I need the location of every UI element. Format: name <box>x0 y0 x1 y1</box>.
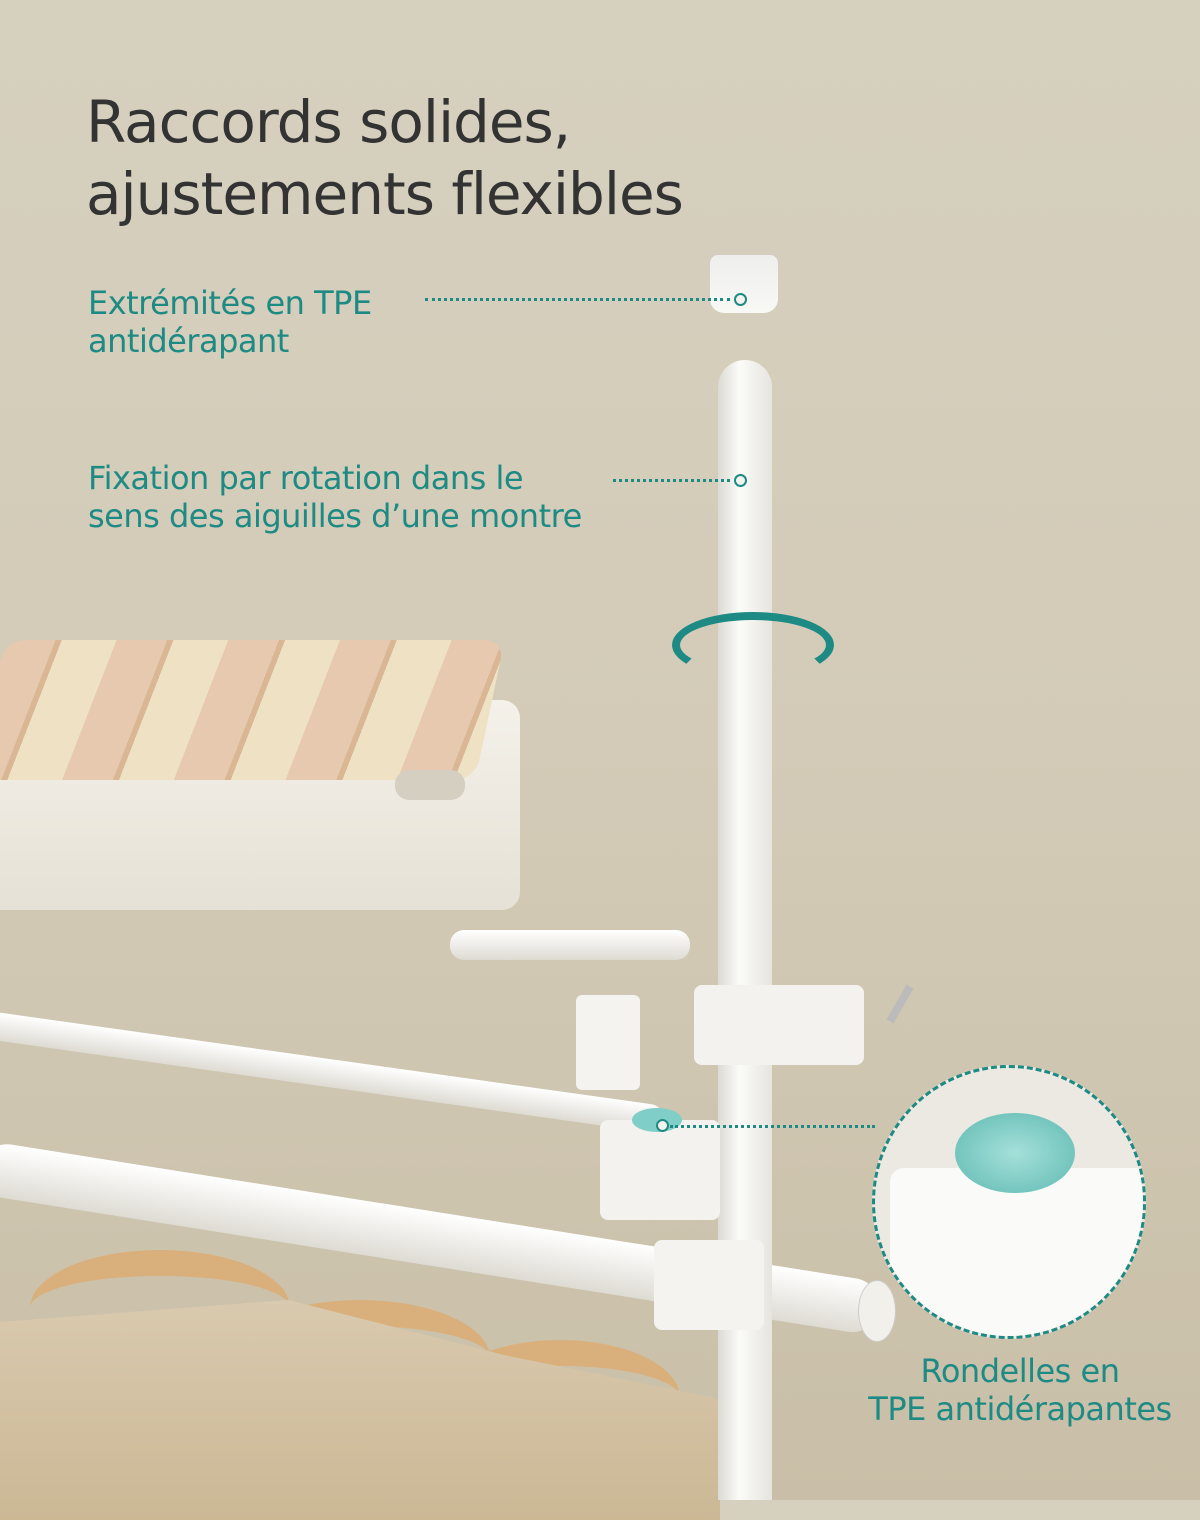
callout-line-1: Rondelles en <box>920 1352 1120 1390</box>
callout-line-2: sens des aiguilles d’une montre <box>88 497 582 535</box>
callout-line-1: Extrémités en TPE <box>88 284 372 322</box>
headline-line-1: Raccords solides, <box>86 88 571 156</box>
shelf-bracket <box>576 995 640 1090</box>
callout-line-1: Fixation par rotation dans le <box>88 459 524 497</box>
rotation-arrow-icon <box>672 612 834 678</box>
connector-block <box>600 1120 720 1220</box>
callout-rotation-fix: Fixation par rotation dans le sens des a… <box>88 459 582 535</box>
headline-line-2: ajustements flexibles <box>86 160 684 228</box>
shelf-front <box>0 1010 666 1134</box>
callout-dot <box>656 1119 669 1132</box>
leader-line <box>670 1125 875 1128</box>
callout-tpe-ends: Extrémités en TPE antidérapant <box>88 284 372 360</box>
detail-block <box>890 1168 1143 1336</box>
callout-dot <box>734 474 747 487</box>
garments <box>0 1300 720 1520</box>
detail-washer <box>955 1113 1075 1193</box>
folded-clothes <box>0 640 505 780</box>
callout-line-2: antidérapant <box>88 322 289 360</box>
leader-line <box>613 479 730 482</box>
headline: Raccords solides, ajustements flexibles <box>86 86 684 230</box>
detail-zoom-circle <box>872 1065 1146 1339</box>
lock-screw <box>886 984 914 1024</box>
leader-line <box>425 298 730 301</box>
callout-line-2: TPE antidérapantes <box>868 1390 1172 1428</box>
box-handle <box>395 770 465 800</box>
shelf-back <box>450 930 690 960</box>
callout-dot <box>734 293 747 306</box>
callout-tpe-washers: Rondelles en TPE antidérapantes <box>850 1352 1190 1428</box>
rod-end-cap <box>858 1280 896 1342</box>
rod-coupler <box>654 1240 764 1330</box>
pole-clamp <box>694 985 864 1065</box>
